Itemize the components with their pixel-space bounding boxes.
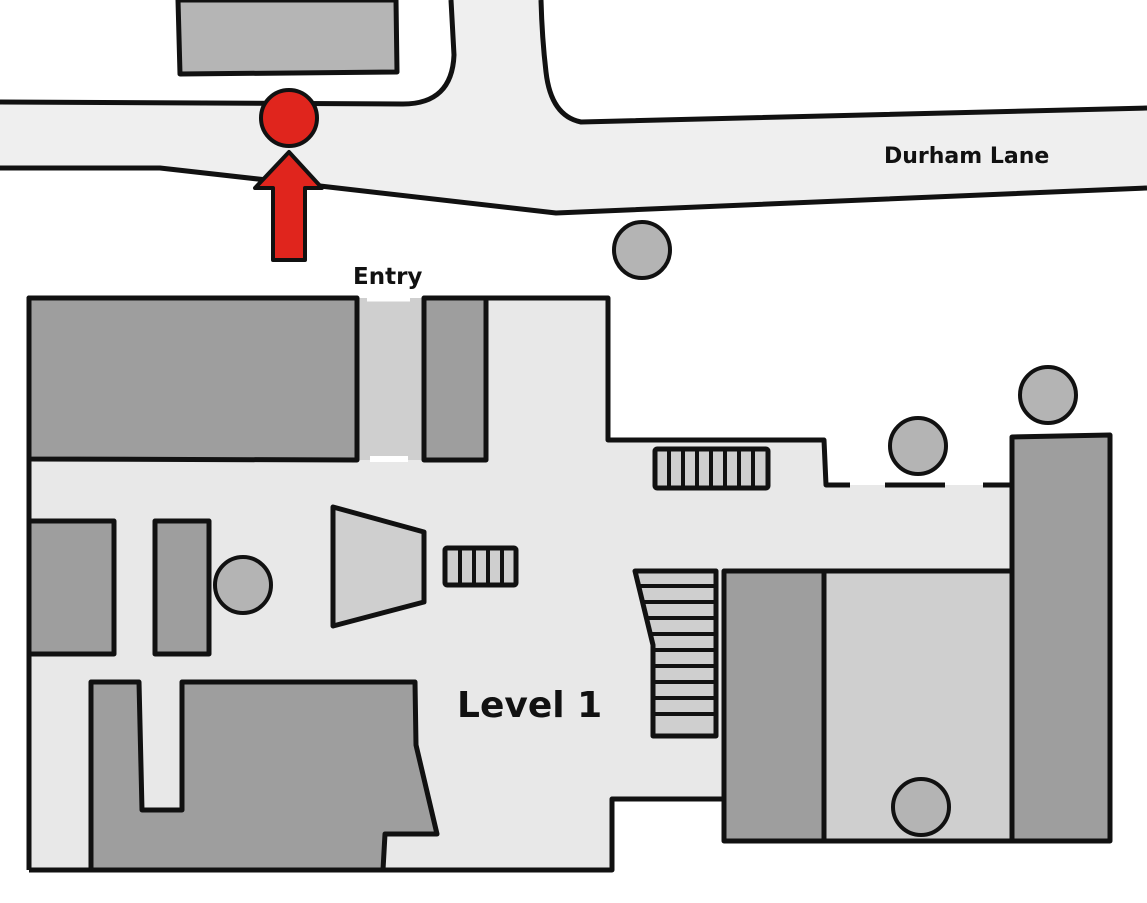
- block-west: [26, 518, 117, 657]
- circle-marker: [213, 555, 273, 615]
- circle-marker: [1018, 365, 1078, 425]
- road: [0, 0, 1147, 213]
- building-north: [175, 0, 400, 77]
- road-edge-north-east: [538, 0, 1147, 125]
- stairs-small: [442, 545, 519, 588]
- stairs-north-east: [652, 446, 771, 491]
- road-edge-north: [0, 0, 457, 107]
- level-label: Level 1: [457, 685, 602, 726]
- block-north-entry-side: [421, 295, 489, 463]
- entry-passage: [357, 298, 424, 460]
- circle-marker: [612, 220, 672, 280]
- circle-marker: [888, 416, 948, 476]
- wall-south: [29, 796, 722, 873]
- street-label: Durham Lane: [884, 144, 1049, 169]
- you-are-here-dot: [259, 88, 319, 148]
- wall-north-west: [26, 295, 357, 870]
- you-are-here-arrow: [253, 150, 324, 262]
- block-south-east-left: [721, 568, 827, 844]
- block-pillar: [152, 518, 212, 657]
- block-north-west: [26, 295, 360, 463]
- trapezoid-feature: [330, 504, 427, 629]
- block-east: [1009, 432, 1113, 844]
- wall-north-east: [424, 295, 850, 488]
- entry-label: Entry: [353, 264, 422, 290]
- circle-marker: [891, 777, 951, 837]
- stairs-angled: [632, 568, 719, 739]
